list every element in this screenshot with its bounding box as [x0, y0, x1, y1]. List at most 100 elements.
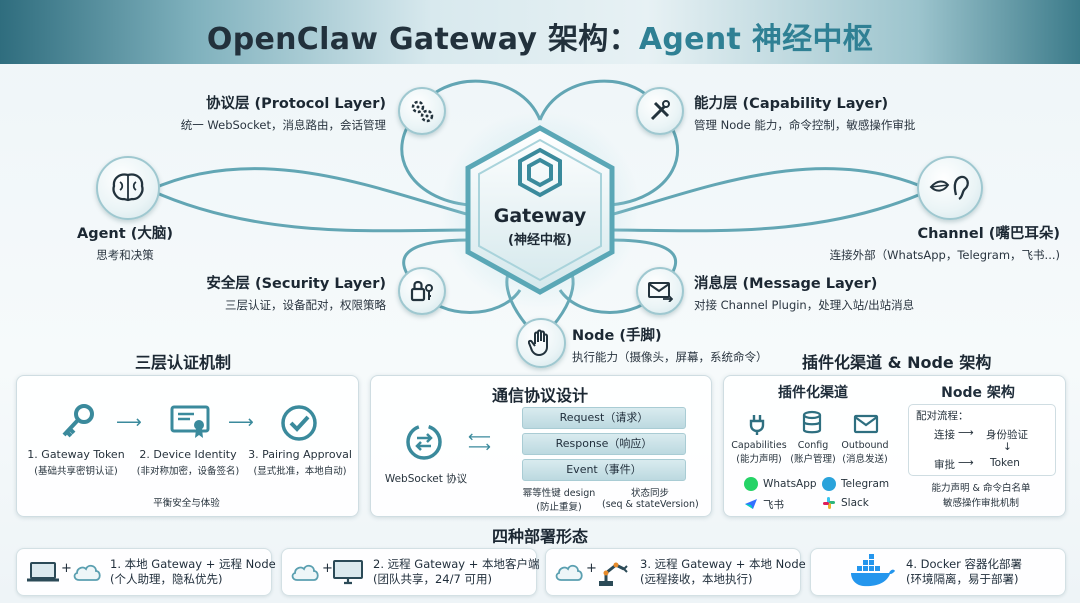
title-part1: OpenClaw Gateway 架构： — [206, 22, 639, 57]
feature-config: Config (账户管理) — [790, 440, 836, 465]
auth-footer: 平衡安全与体验 — [153, 498, 220, 509]
key-icon — [62, 404, 94, 438]
websocket-label: WebSocket 协议 — [384, 473, 468, 485]
auth-heading: 三层认证机制 — [135, 353, 232, 372]
cloud-icon — [291, 564, 319, 581]
protocol-text: 协议层 (Protocol Layer) 统一 WebSocket，消息路由，会… — [150, 92, 386, 133]
frame-event: Event（事件） — [522, 459, 686, 481]
gateway-logo-icon — [518, 147, 562, 198]
message-desc: 对接 Channel Plugin，处理入站/出站消息 — [694, 298, 915, 312]
deploy-2-text: 2. 远程 Gateway + 本地客户端 (团队共享，24/7 可用) — [373, 557, 540, 586]
flow-approve: 审批 — [934, 459, 955, 471]
tools-icon — [650, 100, 670, 121]
channel-text: Channel (嘴巴耳朵) 连接外部（WhatsApp，Telegram，飞书… — [820, 222, 1060, 263]
message-node — [636, 267, 684, 315]
idempotency-note: 幂等性键 design (防止重复) — [522, 488, 596, 513]
security-node — [398, 267, 446, 315]
agent-text: Agent (大脑) 思考和决策 — [60, 222, 190, 263]
agent-title: Agent (大脑) — [77, 226, 173, 242]
node-arch-heading: Node 架构 — [941, 385, 1015, 401]
security-desc: 三层认证，设备配对，权限策略 — [225, 298, 386, 312]
node-desc: 执行能力（摄像头，屏幕，系统命令） — [572, 350, 768, 364]
page-title: OpenClaw Gateway 架构：Agent 神经中枢 — [0, 14, 1080, 58]
protocol-design-heading: 通信协议设计 — [491, 386, 588, 405]
envelope-icon — [853, 414, 879, 434]
gateway-label: Gateway (神经中枢) — [470, 205, 610, 248]
state-sync-note: 状态同步 (seq & stateVersion) — [602, 488, 699, 510]
flow-arrow-1: ⟶ — [958, 426, 974, 439]
cloud-icon — [555, 564, 583, 581]
protocol-node — [398, 87, 446, 135]
capability-desc: 管理 Node 能力，命令控制，敏感操作审批 — [694, 118, 916, 132]
app-slack: Slack — [841, 497, 869, 509]
gateway-sub: (神经中枢) — [508, 233, 572, 248]
capability-title: 能力层 (Capability Layer) — [694, 96, 889, 112]
deploy-card-3 — [545, 548, 801, 596]
header-band — [0, 0, 1080, 64]
plus-sign: + — [61, 561, 72, 576]
feature-capabilities: Capabilities (能力声明) — [731, 440, 787, 465]
node-arch-note: 能力声明 & 命令白名单 敏感操作审批机制 — [931, 483, 1031, 509]
channel-desc: 连接外部（WhatsApp，Telegram，飞书...) — [829, 248, 1060, 262]
feature-outbound: Outbound (消息发送) — [841, 440, 889, 465]
protocol-title: 协议层 (Protocol Layer) — [205, 96, 386, 112]
arrow-right-icon: ⟶ — [228, 412, 254, 433]
gateway-hexagon — [465, 125, 615, 295]
app-feishu: 飞书 — [763, 499, 784, 511]
gears-icon — [411, 100, 434, 123]
auth-step-3: 3. Pairing Approval (显式批准，本地自动) — [248, 448, 352, 477]
bidirectional-arrow-icon: ⟵⟶ — [468, 427, 491, 456]
message-title: 消息层 (Message Layer) — [694, 276, 878, 292]
gateway-name: Gateway — [493, 205, 587, 227]
deploy-card-1 — [16, 548, 272, 596]
channels-heading: 插件化渠道 — [778, 385, 848, 401]
app-whatsapp: WhatsApp — [763, 478, 817, 490]
pairing-flow-label: 配对流程： — [916, 410, 969, 422]
laptop-icon — [27, 562, 59, 582]
deploy-1-text: 1. 本地 Gateway + 远程 Node (个人助理，隐私优先) — [110, 557, 276, 586]
title-part2: Agent 神经中枢 — [638, 22, 874, 57]
capability-node — [636, 87, 684, 135]
plug-icon — [749, 415, 765, 435]
frame-request: Request（请求） — [522, 407, 686, 429]
agent-node — [96, 156, 160, 220]
channel-node — [917, 156, 983, 220]
flow-token: Token — [990, 457, 1020, 469]
protocol-desc: 统一 WebSocket，消息路由，会话管理 — [180, 118, 386, 132]
pairing-flow-box — [908, 404, 1056, 476]
flow-verify: 身份验证 — [986, 429, 1028, 441]
database-icon — [802, 410, 822, 434]
brain-icon — [112, 173, 144, 202]
security-text: 安全层 (Security Layer) 三层认证，设备配对，权限策略 — [150, 272, 386, 313]
telegram-icon — [822, 477, 836, 491]
message-text: 消息层 (Message Layer) 对接 Channel Plugin，处理… — [694, 272, 954, 313]
node-title: Node (手脚) — [572, 328, 662, 344]
docker-whale-icon — [851, 554, 895, 587]
auth-step-2: 2. Device Identity (非对称加密，设备签名) — [136, 448, 240, 477]
node-node — [516, 318, 566, 368]
capability-text: 能力层 (Capability Layer) 管理 Node 能力，命令控制，敏… — [694, 92, 954, 133]
auth-panel — [16, 375, 359, 517]
envelope-icon — [648, 282, 673, 302]
checkmark-circle-icon — [281, 405, 317, 441]
node-text: Node (手脚) 执行能力（摄像头，屏幕，系统命令） — [572, 324, 792, 365]
arrow-right-icon: ⟶ — [116, 412, 142, 433]
monitor-icon — [333, 560, 363, 585]
certificate-icon — [170, 405, 210, 438]
flow-down-arrow: ↓ — [1003, 441, 1012, 453]
plus-sign: + — [322, 561, 333, 576]
deploy-3-text: 3. 远程 Gateway + 本地 Node (远程接收，本地执行) — [640, 557, 806, 586]
slack-icon — [823, 497, 835, 509]
robot-arm-icon — [599, 562, 628, 586]
whatsapp-icon — [744, 477, 758, 491]
hand-icon — [528, 329, 548, 357]
plus-sign: + — [586, 561, 597, 576]
plugin-heading: 插件化渠道 & Node 架构 — [802, 353, 992, 372]
mouth-ear-icon — [929, 175, 969, 201]
security-title: 安全层 (Security Layer) — [206, 276, 386, 292]
cloud-icon — [73, 564, 101, 581]
frame-response: Response（响应） — [522, 433, 686, 455]
deploy-card-4 — [810, 548, 1066, 596]
app-telegram: Telegram — [841, 478, 890, 490]
auth-step-1: 1. Gateway Token (基础共享密钥认证) — [27, 448, 125, 477]
